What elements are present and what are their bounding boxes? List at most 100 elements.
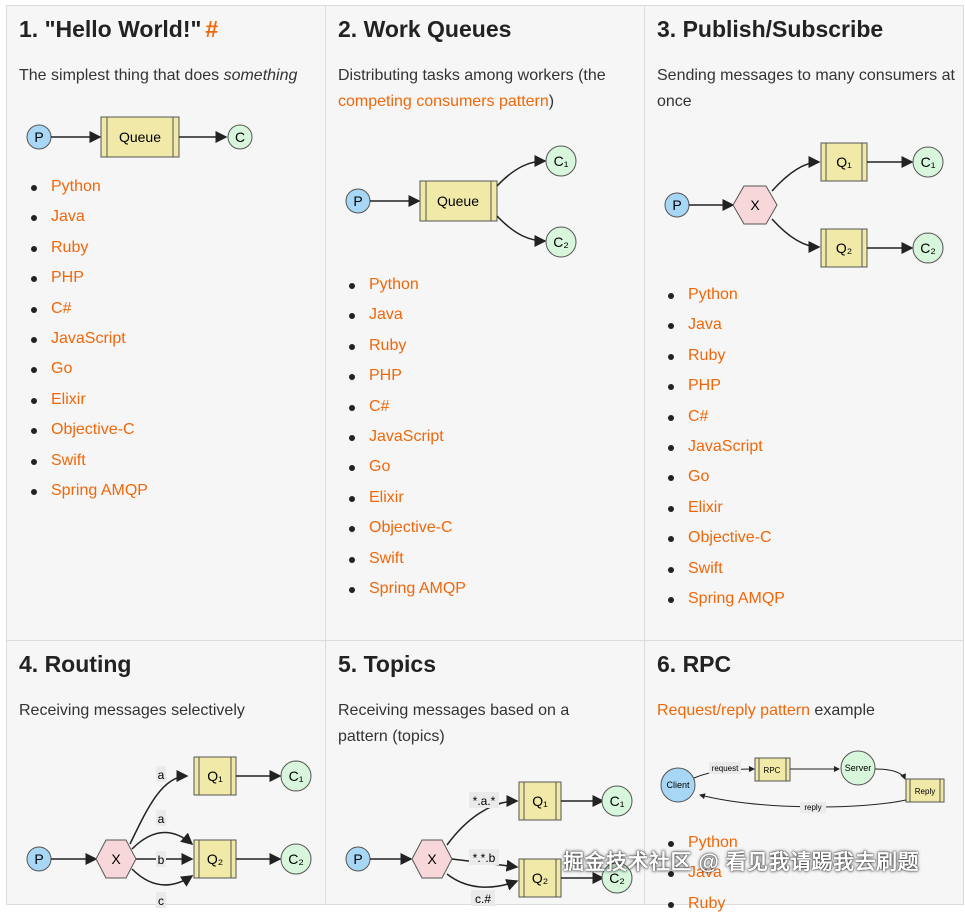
language-link[interactable]: Swift (51, 451, 86, 469)
language-item: Java (656, 858, 738, 888)
language-link[interactable]: Java (688, 316, 722, 334)
language-item: C# (656, 402, 785, 432)
language-link[interactable]: Elixir (51, 390, 86, 408)
language-link[interactable]: Objective-C (688, 529, 772, 547)
consumer-1-label: C₁ (921, 154, 936, 170)
language-link[interactable]: C# (51, 299, 72, 317)
language-link[interactable]: PHP (688, 377, 721, 395)
language-link[interactable]: Swift (688, 559, 723, 577)
language-list: Python Java Ruby PHP C# JavaScript Go El… (656, 280, 785, 614)
publish-subscribe-diagram: P X Q₁ Q₂ C₁ C₂ (664, 142, 944, 268)
card-title[interactable]: 1. "Hello World!"# (19, 16, 218, 43)
language-link[interactable]: Spring AMQP (369, 579, 466, 597)
consumer-2-label: C₂ (920, 240, 936, 256)
routing-key-2: *.*.b (473, 851, 496, 865)
language-item: Go (337, 452, 466, 482)
server-node (840, 750, 876, 786)
request-reply-link[interactable]: Request/reply pattern (657, 702, 810, 719)
exchange-node (95, 839, 137, 879)
language-item: Elixir (656, 493, 785, 523)
language-link[interactable]: Elixir (688, 498, 723, 516)
queue-1-label: Q₁ (532, 793, 548, 809)
language-item: Java (337, 300, 466, 330)
language-link[interactable]: Python (688, 286, 738, 303)
consumer-1-node (280, 760, 312, 792)
routing-key-a-2: a (158, 812, 165, 826)
card-title[interactable]: 6. RPC (657, 651, 732, 677)
language-link[interactable]: Java (369, 306, 403, 324)
client-node (660, 767, 696, 803)
competing-consumers-link[interactable]: competing consumers pattern (338, 93, 549, 110)
queue-label: Queue (437, 193, 479, 209)
topics-diagram: P X *.a.* *.*.b c.# Q₁ Q₂ C₁ C₂ (345, 781, 633, 906)
producer-label: P (34, 851, 43, 867)
language-link[interactable]: Python (688, 834, 738, 851)
language-link[interactable]: C# (688, 407, 709, 425)
language-list: Python Java Ruby PHP C# JavaScript Go El… (19, 172, 148, 506)
title-text[interactable]: 1. "Hello World!" (19, 16, 202, 42)
language-link[interactable]: Java (51, 208, 85, 226)
language-item: JavaScript (656, 432, 785, 462)
card-title[interactable]: 5. Topics (338, 651, 436, 677)
language-link[interactable]: Objective-C (369, 519, 453, 537)
language-link[interactable]: Elixir (369, 488, 404, 506)
language-item: Ruby (19, 233, 148, 263)
routing-key-1: *.a.* (473, 794, 496, 808)
language-item: Objective-C (19, 415, 148, 445)
language-link[interactable]: Spring AMQP (51, 481, 148, 499)
exchange-label: X (750, 197, 760, 213)
language-link[interactable]: JavaScript (51, 329, 126, 347)
language-item: JavaScript (337, 422, 466, 452)
tutorial-card-work-queues: 2. Work Queues Distributing tasks among … (326, 5, 645, 641)
language-item: Ruby (656, 889, 738, 919)
language-link[interactable]: Go (369, 458, 391, 476)
language-item: Go (656, 462, 785, 492)
language-link[interactable]: Spring AMQP (688, 589, 785, 607)
queue-2-label: Q₂ (532, 870, 548, 886)
language-link[interactable]: Go (688, 468, 710, 486)
language-link[interactable]: PHP (369, 367, 402, 385)
language-link[interactable]: Python (51, 178, 101, 195)
tutorial-grid: 1. "Hello World!"# The simplest thing th… (6, 5, 964, 912)
queue-1-label: Q₁ (207, 768, 223, 784)
consumer-2-node (280, 843, 312, 875)
language-link[interactable]: Ruby (51, 238, 89, 256)
language-item: Spring AMQP (656, 584, 785, 614)
consumer-2-node (912, 232, 944, 264)
anchor-link[interactable]: # (205, 16, 219, 42)
language-link[interactable]: Python (369, 276, 419, 293)
language-link[interactable]: Ruby (369, 336, 407, 354)
language-link[interactable]: Java (688, 864, 722, 882)
language-link[interactable]: JavaScript (369, 427, 444, 445)
language-link[interactable]: PHP (51, 269, 84, 287)
consumer-1-node (601, 785, 633, 817)
language-item: Python (337, 270, 466, 300)
language-item: Java (19, 202, 148, 232)
language-link[interactable]: Go (51, 360, 73, 378)
reply-label: reply (804, 803, 821, 812)
language-item: Objective-C (337, 513, 466, 543)
language-link[interactable]: Ruby (688, 894, 726, 912)
card-title[interactable]: 3. Publish/Subscribe (657, 16, 884, 42)
language-link[interactable]: C# (369, 397, 390, 415)
language-link[interactable]: Ruby (688, 346, 726, 364)
language-link[interactable]: JavaScript (688, 437, 763, 455)
card-title[interactable]: 2. Work Queues (338, 16, 512, 42)
card-description: The simplest thing that does something (19, 67, 298, 84)
queue-1-label: Q₁ (836, 154, 852, 170)
consumer-2-label: C₂ (609, 870, 625, 886)
queue-node (419, 180, 498, 222)
language-item: PHP (656, 371, 785, 401)
hello-world-diagram: P Queue C (26, 116, 253, 158)
language-link[interactable]: Swift (369, 549, 404, 567)
language-list: Python Java Ruby PHP C# JavaScript Go El… (337, 270, 466, 604)
client-label: Client (666, 780, 690, 790)
consumer-2-label: C₂ (288, 851, 304, 867)
queue-2-node (518, 858, 562, 898)
language-item: Python (656, 280, 785, 310)
queue-2-node (820, 228, 868, 268)
language-link[interactable]: Objective-C (51, 421, 135, 439)
card-title[interactable]: 4. Routing (19, 651, 132, 677)
